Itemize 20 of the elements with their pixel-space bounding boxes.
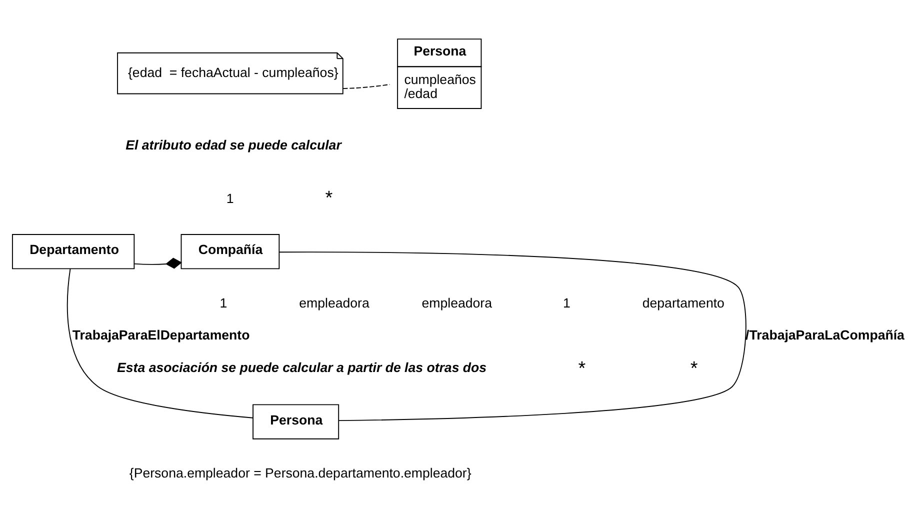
label: 1 — [226, 190, 234, 206]
node-box: Persona — [252, 404, 340, 440]
label: empleadora — [422, 295, 492, 310]
edge-label: TrabajaParaElDepartamento — [72, 327, 250, 342]
label: * — [325, 188, 333, 210]
label: El atributo edad se puede calcular — [126, 138, 342, 153]
node-box: Departamento — [12, 234, 135, 270]
connector — [278, 252, 746, 422]
label: empleadora — [299, 295, 370, 310]
label: Esta asociación se puede calcular a partir de las otras dos — [117, 360, 487, 376]
label: * — [578, 358, 586, 380]
label: * — [690, 358, 698, 380]
label: {Persona.empleador = Persona.departamento.empleador} — [129, 466, 472, 481]
node-box: Compañía — [180, 234, 280, 270]
connector — [134, 258, 182, 269]
label: 1 — [220, 295, 228, 310]
label: 1 — [562, 295, 570, 310]
connector — [66, 268, 254, 418]
label: departamento — [642, 295, 724, 310]
connector — [342, 84, 390, 90]
